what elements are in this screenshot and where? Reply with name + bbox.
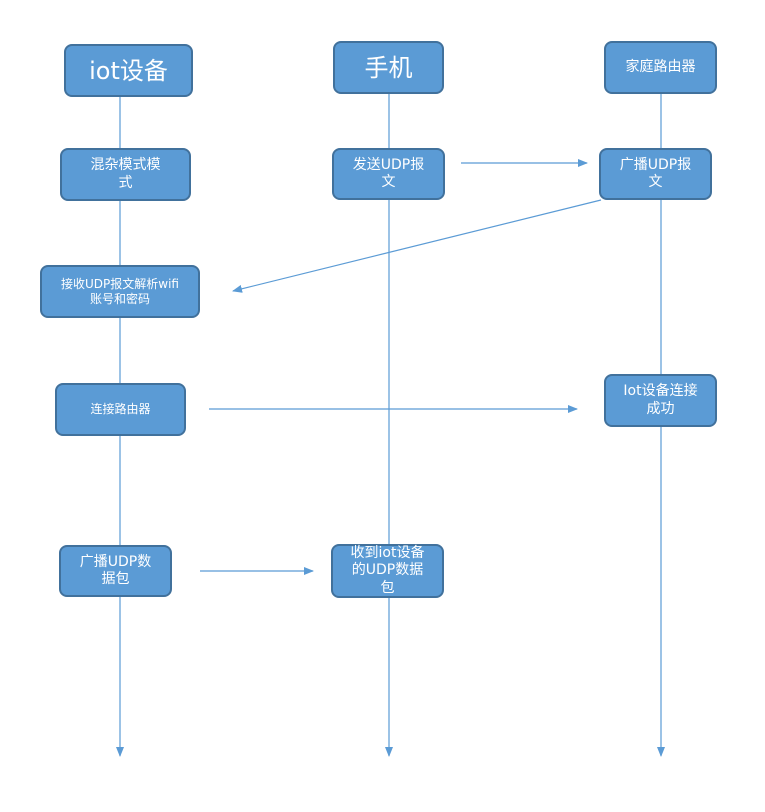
phone-header: 手机: [333, 41, 444, 94]
iot-device-header: iot设备: [64, 44, 193, 97]
home-router-header: 家庭路由器: [604, 41, 717, 94]
arrow-broadcast-to-iot: [232, 199, 602, 293]
iot-connected-box: Iot设备连接 成功: [604, 374, 717, 427]
promiscuous-mode-box: 混杂模式模 式: [60, 148, 191, 201]
send-udp-box: 发送UDP报 文: [332, 148, 445, 200]
iot-broadcast-udp-box: 广播UDP数 据包: [59, 545, 172, 597]
phone-receive-udp-box: 收到iot设备 的UDP数据 包: [331, 544, 444, 598]
connect-router-box: 连接路由器: [55, 383, 186, 436]
receive-parse-wifi-box: 接收UDP报文解析wifi 账号和密码: [40, 265, 200, 318]
router-broadcast-udp-box: 广播UDP报 文: [599, 148, 712, 200]
